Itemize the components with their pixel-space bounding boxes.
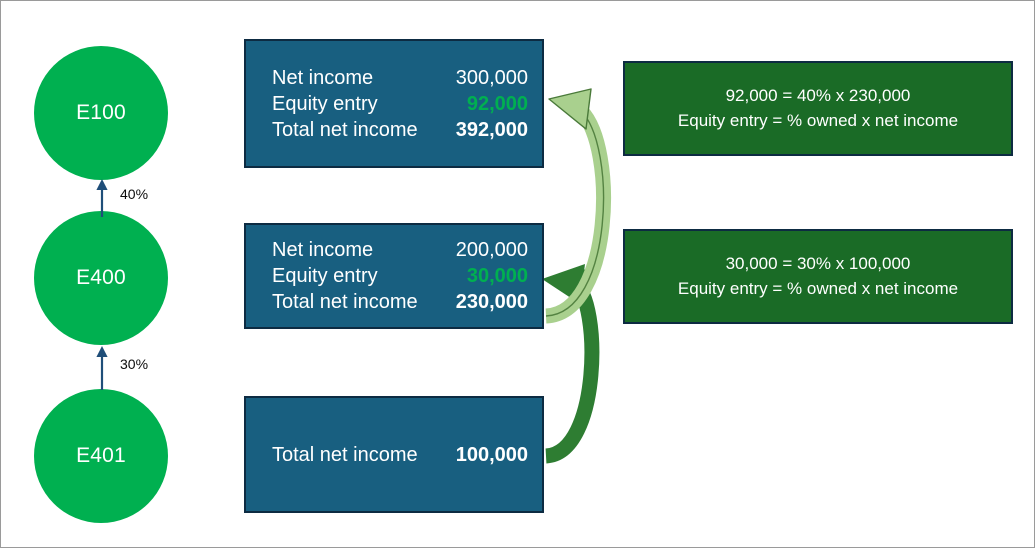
income-row-value-total: 100,000 — [455, 443, 528, 466]
income-row-label: Net income — [272, 239, 374, 261]
note-box-e100[interactable]: 92,000 = 40% x 230,000 Equity entry = % … — [623, 61, 1013, 156]
income-row-label: Equity entry — [272, 92, 378, 115]
income-row-label: Net income — [272, 66, 374, 89]
note-line-rule: Equity entry = % owned x net income — [677, 278, 959, 298]
ownership-percent-e401-e400: 30% — [120, 356, 149, 372]
income-row-label: Equity entry — [272, 265, 378, 287]
entity-label-e400: E400 — [76, 266, 126, 289]
income-row-value: 200,000 — [455, 239, 528, 261]
income-box-e401[interactable]: Total net income 100,000 — [244, 396, 544, 513]
entity-circle-e100[interactable]: E100 — [34, 46, 168, 180]
income-row: Net income 300,000 — [246, 65, 542, 91]
entity-circle-e401[interactable]: E401 — [34, 389, 168, 523]
income-row-label: Total net income — [272, 118, 418, 141]
ownership-percent-e400-e100: 40% — [120, 186, 149, 202]
note-line-formula: 30,000 = 30% x 100,000 — [725, 253, 911, 273]
income-box-e100[interactable]: Net income 300,000 Equity entry 92,000 T… — [244, 39, 544, 168]
income-row-value: 300,000 — [455, 66, 528, 89]
ownership-arrow-e401-e400 — [96, 346, 108, 390]
income-row: Net income 200,000 — [246, 237, 542, 263]
income-row-value-equity: 30,000 — [466, 265, 528, 287]
entity-label-e100: E100 — [76, 101, 126, 124]
income-box-e400[interactable]: Net income 200,000 Equity entry 30,000 T… — [244, 223, 544, 329]
income-row: Total net income 100,000 — [246, 442, 542, 468]
income-row-value-total: 230,000 — [455, 291, 528, 313]
note-line-rule: Equity entry = % owned x net income — [677, 110, 959, 130]
ownership-arrow-e400-e100 — [96, 179, 108, 217]
flow-arrow-230-to-92 — [544, 88, 612, 324]
income-row-value-equity: 92,000 — [466, 92, 528, 115]
income-row-value-total: 392,000 — [455, 118, 528, 141]
income-row: Total net income 230,000 — [246, 289, 542, 315]
entity-circle-e400[interactable]: E400 — [34, 211, 168, 345]
income-row-label: Total net income — [272, 291, 418, 313]
note-box-e400[interactable]: 30,000 = 30% x 100,000 Equity entry = % … — [623, 229, 1013, 324]
income-row-label: Total net income — [272, 443, 418, 466]
note-line-formula: 92,000 = 40% x 230,000 — [725, 85, 911, 105]
income-row: Equity entry 92,000 — [246, 91, 542, 117]
income-row: Equity entry 30,000 — [246, 263, 542, 289]
flow-arrow-100-to-30 — [542, 264, 600, 464]
entity-label-e401: E401 — [76, 444, 126, 467]
income-row: Total net income 392,000 — [246, 117, 542, 143]
